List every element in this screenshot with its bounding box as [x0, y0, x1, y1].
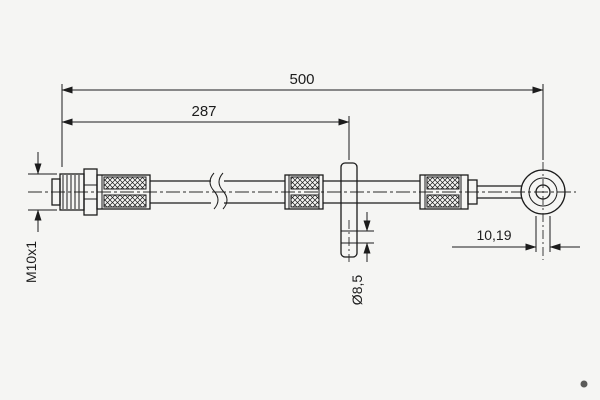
left-end-fitting	[51, 168, 151, 216]
corner-mark	[580, 380, 588, 388]
hose-break-symbol	[209, 172, 228, 210]
hole-diameter-dimension: Ø8,5	[349, 212, 374, 305]
eyelet-hole-dimension: 10,19	[452, 216, 580, 252]
hose-tube	[150, 180, 420, 204]
bracket-distance-dimension: 287	[61, 103, 350, 160]
middle-crimp-sleeve	[284, 174, 324, 210]
left-crimp-knurl-bottom	[103, 194, 147, 208]
thread-callout-label: M10x1	[23, 241, 39, 283]
dim-287-label: 287	[191, 103, 216, 120]
eyelet-hole-label: 10,19	[476, 227, 511, 243]
thread-size-dimension: M10x1	[23, 152, 57, 283]
dim-500-label: 500	[289, 71, 314, 88]
mounting-bracket	[340, 162, 358, 262]
hole-diameter-label: Ø8,5	[349, 275, 365, 306]
banjo-eyelet-fitting	[520, 162, 566, 260]
left-crimp-knurl-top	[103, 176, 147, 190]
right-crimp-sleeve	[419, 174, 522, 210]
overall-length-dimension: 500	[61, 71, 544, 167]
